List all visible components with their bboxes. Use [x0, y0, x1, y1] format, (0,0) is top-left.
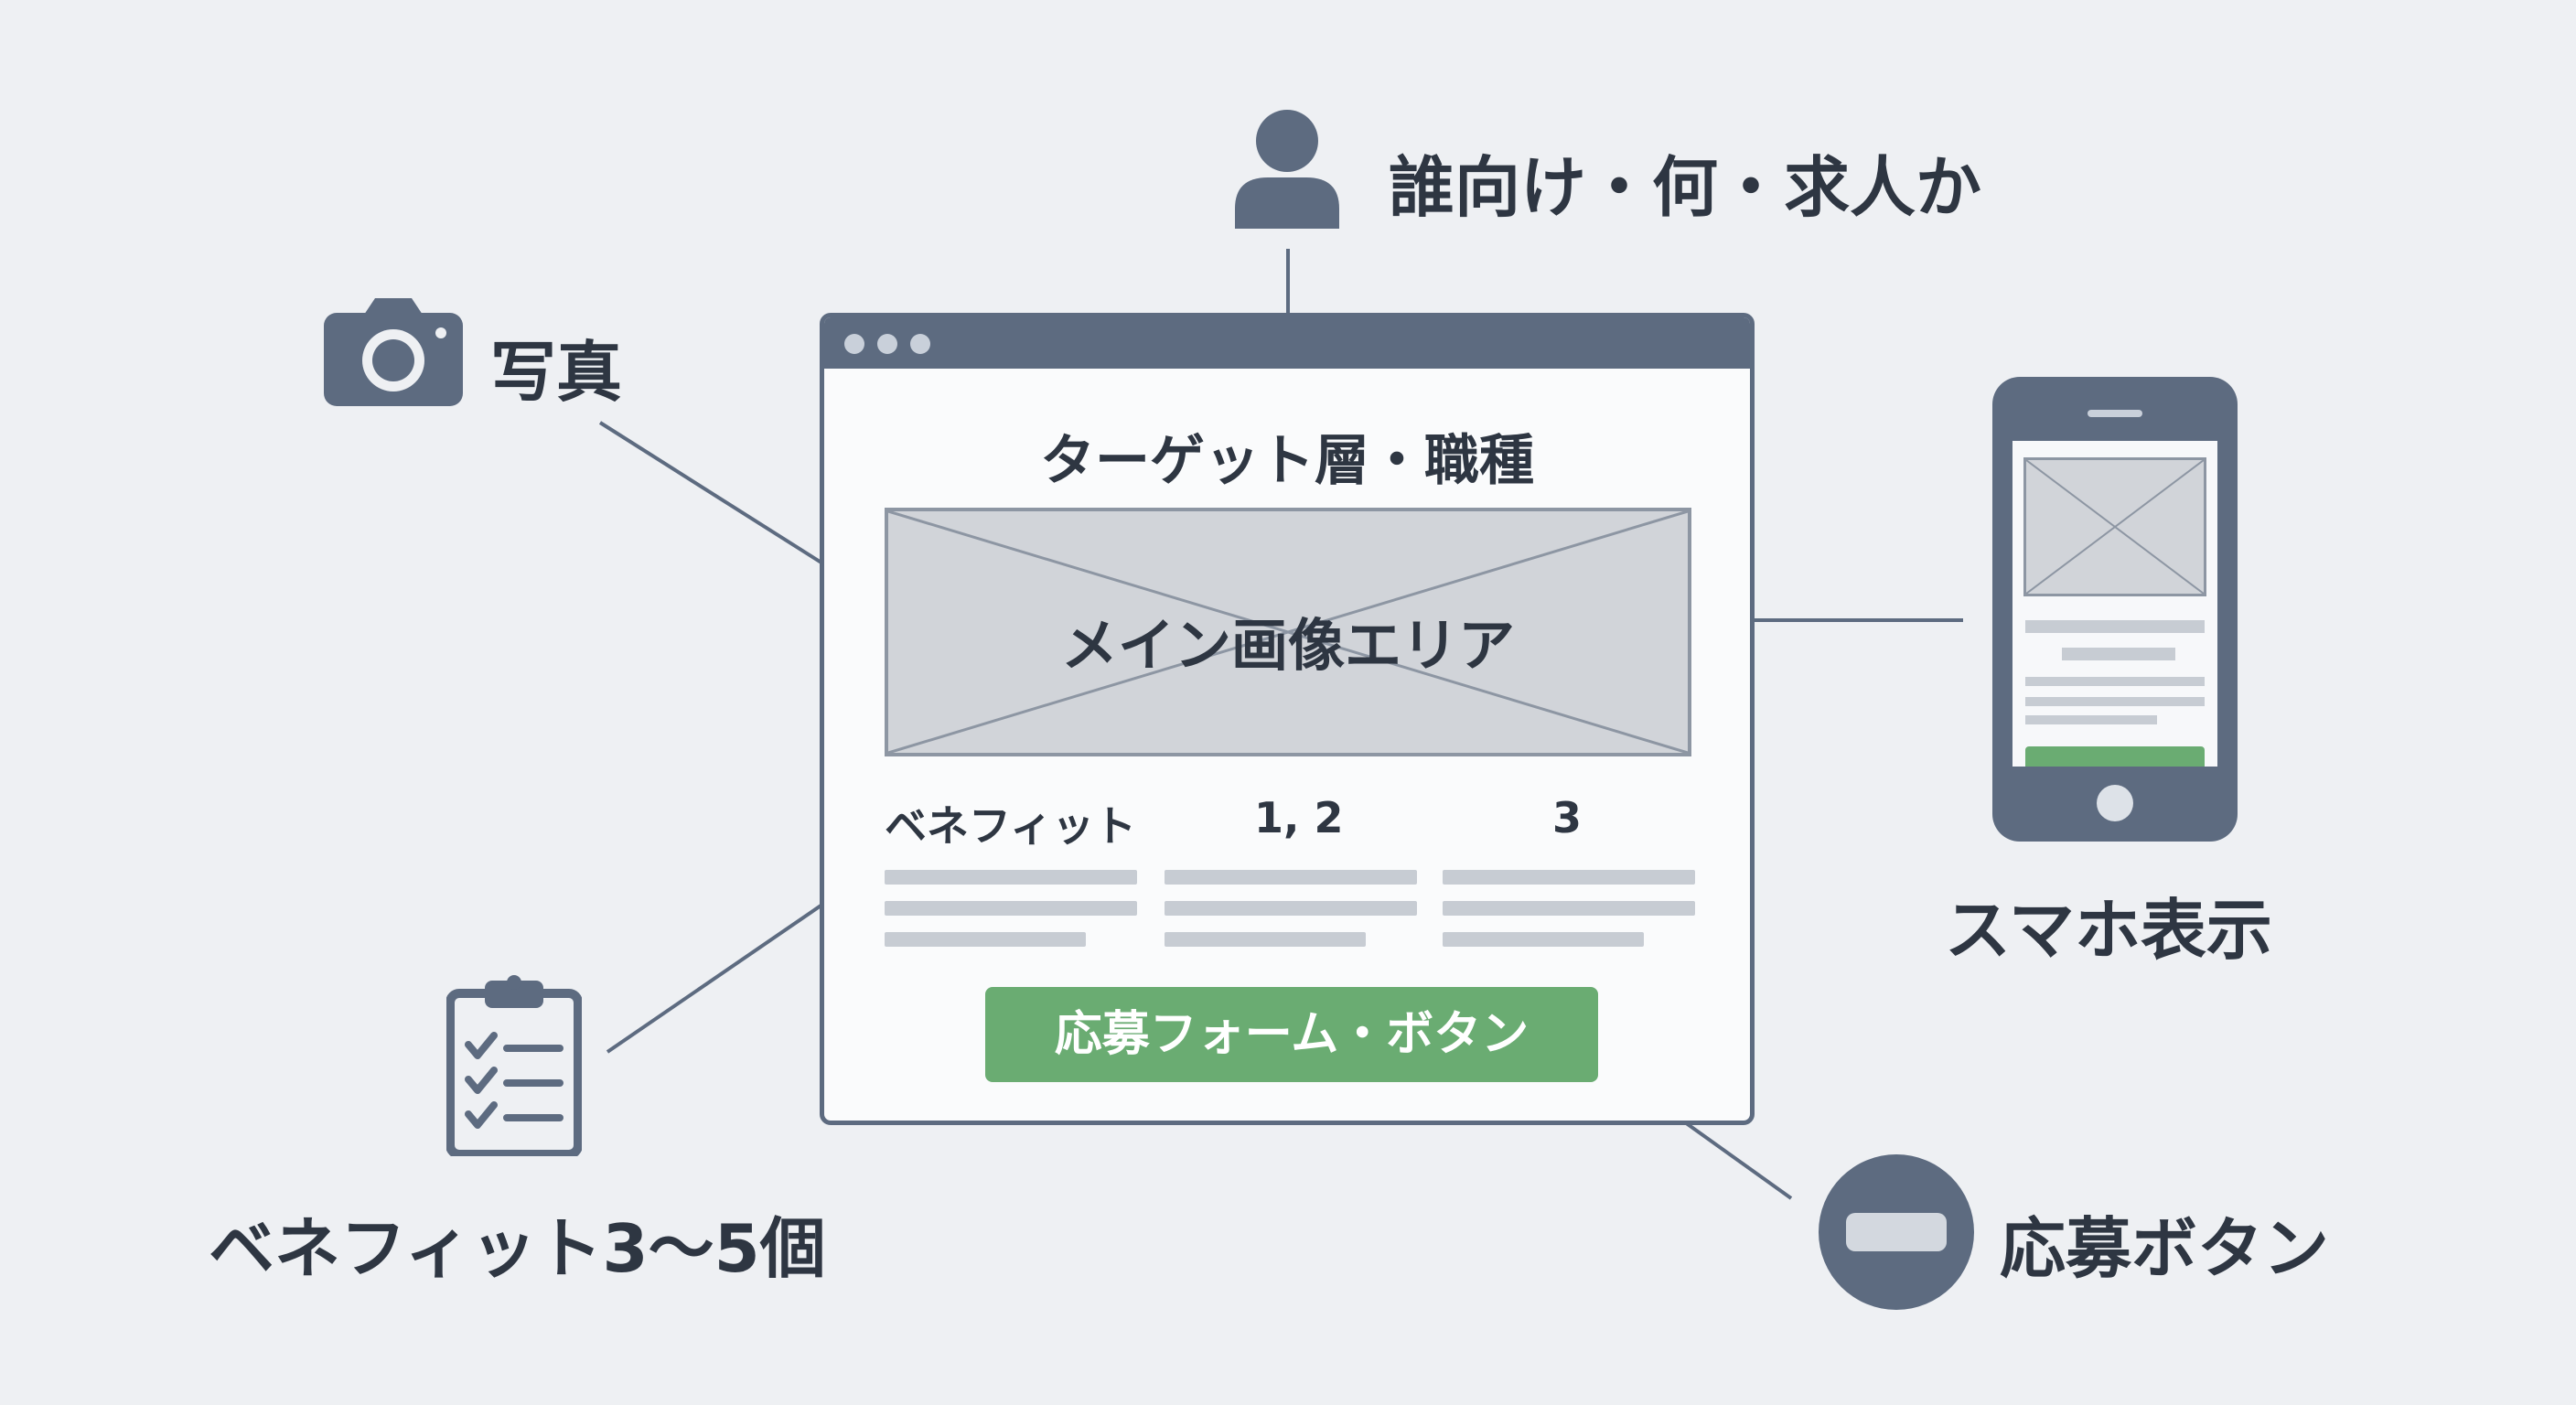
- camera-icon: [324, 298, 463, 406]
- window-dot: [910, 334, 930, 354]
- target-title: ターゲット層・職種: [1040, 429, 1534, 493]
- text-line: [885, 901, 1137, 916]
- window-dot: [877, 334, 897, 354]
- phone-text-line: [2025, 715, 2157, 724]
- text-line: [885, 932, 1086, 947]
- window-dot: [844, 334, 864, 354]
- smartphone-icon: [1992, 377, 2238, 842]
- label-who: 誰向け・何・求人か: [1389, 149, 1982, 226]
- text-line: [1165, 870, 1417, 885]
- button-icon: [1819, 1154, 1974, 1310]
- label-photo: 写真: [490, 334, 623, 411]
- text-line: [1443, 932, 1644, 947]
- phone-speaker: [2088, 410, 2142, 417]
- phone-image-placeholder: [2023, 457, 2206, 596]
- browser-title-bar: [824, 317, 1750, 369]
- label-mobile: スマホ表示: [1945, 892, 2272, 969]
- button-icon-shape: [1846, 1213, 1947, 1251]
- phone-apply-button: [2025, 746, 2205, 767]
- image-placeholder-cross: [888, 511, 1688, 753]
- text-line: [1443, 870, 1695, 885]
- phone-text-line: [2062, 648, 2175, 660]
- phone-text-line: [2025, 677, 2205, 686]
- clipboard-checklist-icon: [446, 975, 582, 1156]
- text-line: [885, 870, 1137, 885]
- phone-home-button: [2097, 785, 2133, 821]
- text-line: [1443, 901, 1695, 916]
- main-image-placeholder: メイン画像エリア: [885, 508, 1691, 756]
- person-icon: [1235, 110, 1339, 229]
- phone-text-line: [2025, 620, 2205, 633]
- label-benefits: ベネフィット3〜5個: [209, 1210, 826, 1287]
- label-apply: 応募ボタン: [2000, 1210, 2330, 1287]
- apply-form-button[interactable]: 応募フォーム・ボタン: [985, 987, 1598, 1082]
- column-heading-1-2: 1, 2: [1254, 793, 1344, 842]
- text-line: [1165, 932, 1366, 947]
- text-line: [1165, 901, 1417, 916]
- landing-page-mockup: ターゲット層・職種 メイン画像エリア ベネフィット 1, 2 3 応募フォーム・…: [820, 313, 1755, 1125]
- column-heading-3: 3: [1552, 793, 1583, 842]
- column-heading-benefits: ベネフィット: [885, 801, 1137, 851]
- main-image-label: メイン画像エリア: [1060, 612, 1515, 679]
- phone-screen: [2012, 441, 2217, 767]
- phone-text-line: [2025, 697, 2205, 706]
